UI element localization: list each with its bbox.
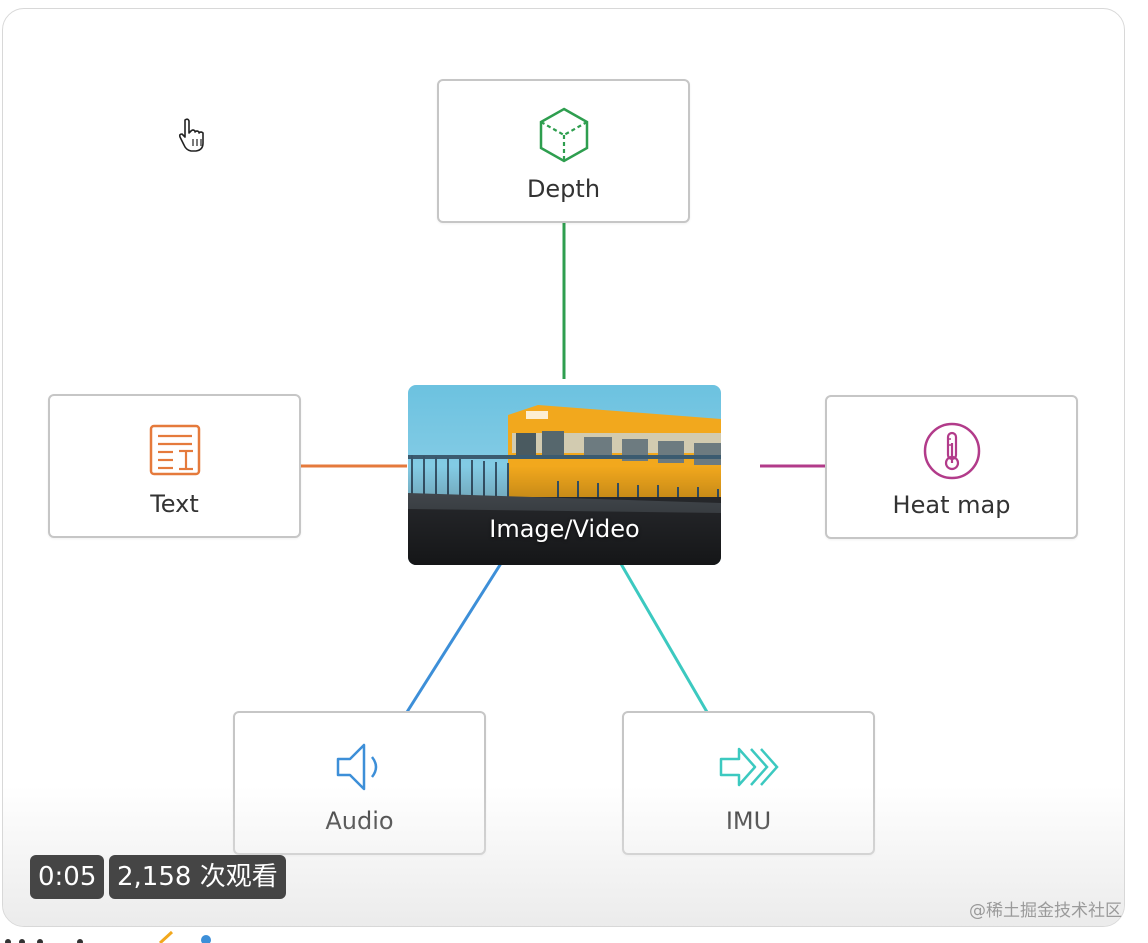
heatmap-node: Heat map <box>825 395 1078 539</box>
depth-label: Depth <box>526 175 601 203</box>
text-node: Text <box>48 394 301 538</box>
imu-connector <box>615 556 709 713</box>
video-frame[interactable]: Depth Text Heat map <box>2 8 1125 927</box>
connector-lines <box>301 222 826 713</box>
cube-icon <box>539 107 588 163</box>
audio-connector <box>405 556 507 713</box>
speaker-icon <box>336 743 377 791</box>
watermark: @稀土掘金技术社区 <box>969 901 1122 921</box>
audio-node: Audio <box>233 711 486 855</box>
audio-label: Audio <box>325 807 394 835</box>
time-badge: 0:05 <box>30 855 105 899</box>
hand-cursor-icon <box>178 118 204 152</box>
clipped-toolbar-row <box>5 930 211 943</box>
arrows-icon <box>719 747 779 787</box>
image-video-label: Image/Video <box>489 515 640 543</box>
thermometer-icon <box>923 422 980 480</box>
image-video-node: Image/Video <box>408 385 721 565</box>
views-badge: 2,158 次观看 <box>109 855 286 899</box>
heatmap-label: Heat map <box>892 491 1011 519</box>
train-photo <box>408 385 721 565</box>
text-document-icon <box>149 424 200 476</box>
imu-label: IMU <box>725 807 772 835</box>
imu-node: IMU <box>622 711 875 855</box>
depth-node: Depth <box>437 79 690 223</box>
text-label: Text <box>150 490 199 518</box>
